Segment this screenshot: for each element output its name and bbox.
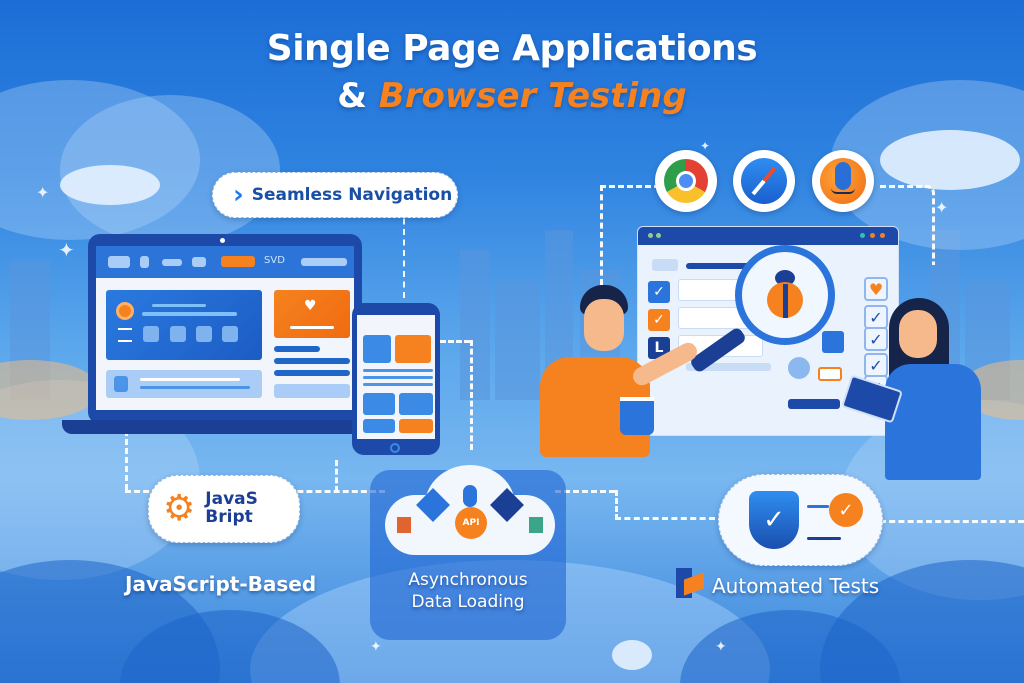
menu-icon: [118, 328, 132, 342]
feature-async-line1: Asynchronous: [408, 570, 528, 590]
sparkle-icon: ✦: [700, 139, 711, 153]
connector-line: [470, 340, 473, 450]
sparkle-icon: ✦: [36, 183, 50, 202]
phone-home-button: [390, 443, 400, 453]
nav-symbol: SVD: [264, 255, 285, 266]
window-titlebar: [638, 227, 898, 245]
sparkle-icon: ✦: [935, 198, 949, 217]
laptop-base: [62, 420, 362, 434]
laptop-screen: SVD ♥: [96, 246, 354, 410]
feature-async-line2: Data Loading: [411, 592, 525, 612]
connector-line: [880, 185, 935, 265]
seamless-navigation-label: Seamless Navigation: [251, 185, 453, 205]
api-cloud: API: [385, 465, 555, 555]
chevron-right-icon: ›: [233, 180, 244, 210]
camera-dot: [220, 238, 225, 243]
checkbox-checked-orange: ✓: [648, 309, 670, 331]
laptop-navbar: SVD: [96, 246, 354, 278]
laptop-illustration: SVD ♥: [88, 234, 362, 424]
phone-screen: [357, 315, 435, 439]
firefox-icon: [820, 158, 866, 204]
right-check-heart: ♥: [864, 277, 888, 301]
connector-line: [440, 340, 470, 343]
feature-automated-tests: Automated Tests: [712, 574, 880, 598]
browser-chrome: [655, 150, 717, 212]
right-check: ✓: [864, 353, 888, 377]
man-figure: [540, 285, 701, 460]
connector-line: [555, 490, 615, 493]
orange-check-icon: ✓: [829, 493, 863, 527]
connector-line: [335, 460, 338, 492]
list-card: [106, 370, 262, 398]
chrome-icon: [664, 159, 708, 203]
js-logo-line1: JavaS: [205, 489, 258, 510]
page-title: Single Page Applications: [266, 28, 758, 69]
gear-icon: ⚙: [163, 488, 196, 529]
page-subtitle: & Browser Testing: [0, 76, 1024, 116]
sparkle-icon: ✦: [715, 639, 727, 655]
woman-figure: [841, 298, 985, 480]
heart-icon: ♥: [304, 298, 317, 314]
sparkle-icon: ✦: [58, 238, 75, 262]
checkbox-checked-blue: ✓: [648, 281, 670, 303]
right-check: ✓: [864, 327, 888, 351]
connector-line: [125, 430, 128, 490]
automated-logo-icon: [676, 568, 704, 598]
connector-line: [600, 185, 660, 188]
connector-line: [880, 520, 1024, 523]
orange-circle-icon: [116, 302, 134, 320]
magnifier-bug-icon: [735, 245, 835, 345]
seamless-navigation-badge: › Seamless Navigation: [212, 172, 458, 218]
feature-javascript-based: JavaScript-Based: [125, 572, 317, 596]
shield-check-icon: ✓: [749, 491, 799, 549]
coffee-cup: [620, 397, 654, 435]
safari-compass-icon: [741, 158, 787, 204]
hero-card: [106, 290, 262, 360]
phone-illustration: [352, 303, 440, 455]
connector-line: [600, 185, 603, 285]
orange-card: ♥: [274, 290, 350, 338]
api-badge: API: [455, 507, 487, 539]
browser-firefox: [812, 150, 874, 212]
nav-active-tab: [221, 256, 255, 267]
subtitle-highlight: Browser Testing: [378, 76, 687, 116]
ampersand: &: [337, 76, 367, 116]
js-logo-line2: Bript: [205, 507, 253, 527]
automated-tests-card: ✓ ✓: [718, 474, 883, 566]
connector-line: [403, 208, 405, 298]
browser-safari: [733, 150, 795, 212]
javascript-badge: ⚙ JavaS Bript: [148, 475, 300, 543]
sparkle-icon: ✦: [370, 639, 382, 655]
connector-line: [615, 490, 715, 520]
bug-icon: [763, 270, 807, 320]
